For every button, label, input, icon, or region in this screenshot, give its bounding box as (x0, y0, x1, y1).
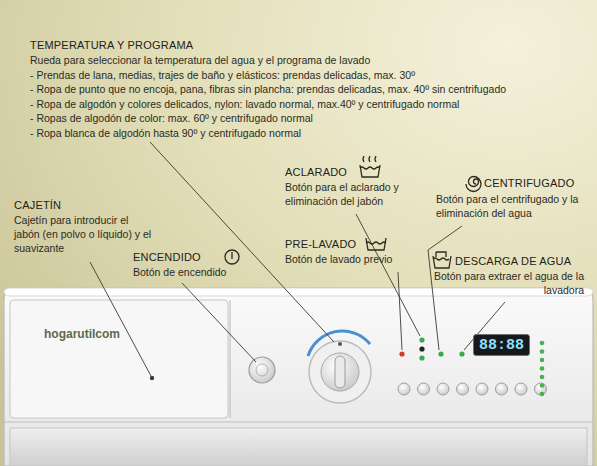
tub (366, 238, 386, 250)
spiral (466, 177, 481, 192)
panel-bottom (4, 421, 593, 422)
drain-icon (433, 252, 451, 268)
callout-heading: CENTRIFUGADO (484, 176, 589, 190)
callout-heading: PRE-LAVADO (285, 237, 363, 251)
callout-text: - Ropa de algodón y colores delicados, n… (30, 97, 590, 111)
status-led (540, 383, 545, 388)
led-column (540, 341, 545, 397)
callout-text: - Ropa de punto que no encoja, pana, fib… (30, 82, 590, 96)
water-wave (366, 242, 386, 244)
status-led (540, 375, 545, 380)
dial-knob (321, 353, 359, 391)
callout-text: Botón para extraer el agua de la lavador… (418, 269, 584, 297)
leader-line (90, 262, 151, 376)
status-led (540, 358, 545, 363)
drawer (10, 300, 228, 418)
leader-line (398, 272, 402, 350)
power-icon (225, 250, 239, 264)
program-button (398, 383, 410, 395)
leader-dots (150, 376, 154, 380)
drain-led (459, 351, 464, 356)
callout-text: Rueda para seleccionar la temperatura de… (30, 53, 590, 67)
panel-divider (229, 300, 230, 418)
power-button (249, 357, 275, 383)
status-led (540, 341, 545, 346)
control-panel: hogarutilcom 88:88 (0, 296, 597, 422)
rinse-led (419, 355, 424, 360)
callout-heading: DESCARGA DE AGUA (455, 254, 590, 268)
callout-heading: TEMPERATURA Y PROGRAMA (30, 38, 570, 52)
water-wave (433, 258, 449, 260)
rinse-led (419, 346, 424, 351)
spin-icon (466, 177, 481, 192)
callout-text: Botón de encendido (133, 265, 253, 279)
leader-dot (150, 376, 154, 380)
status-led (540, 349, 545, 354)
status-led (540, 366, 545, 371)
program-button (515, 383, 527, 395)
leader-lines (90, 142, 505, 376)
leader-line (428, 226, 462, 350)
water-wave (360, 167, 380, 169)
leader-line (182, 283, 256, 362)
display-digits: 88:88 (479, 337, 524, 354)
tub (360, 165, 380, 177)
callout-text: Botón para el aclarado y eliminación del… (285, 180, 415, 208)
prewash-led (399, 351, 404, 356)
callout-text: - Prendas de lana, medias, trajes de bañ… (30, 68, 590, 82)
program-button (457, 383, 469, 395)
callout-heading: CAJETÍN (14, 198, 154, 212)
washing-machine (4, 288, 593, 466)
top-edge (4, 288, 593, 296)
power-icon-bar (231, 252, 232, 259)
machine-body (4, 288, 593, 466)
program-button (476, 383, 488, 395)
callout-text: Cajetín para introducir el jabón (en pol… (14, 213, 156, 255)
leader-line (356, 214, 420, 336)
dial-grip (335, 356, 345, 388)
callout-text: Botón de lavado previo (285, 252, 435, 266)
rinse-led (419, 337, 424, 342)
lower-front (10, 428, 587, 466)
time-display: 88:88 (473, 334, 530, 356)
button-row (398, 383, 547, 395)
brand-logo: hogarutilcom (44, 327, 120, 341)
callout-text: - Ropa blanca de algodón hasta 90º y cen… (30, 126, 590, 140)
drain-pipe (436, 252, 446, 257)
power-icon-ring (225, 250, 239, 264)
program-button (437, 383, 449, 395)
spin-led (438, 351, 443, 356)
prewash-icon (366, 238, 386, 250)
power-button-ring (256, 364, 268, 376)
callout-text: - Ropas de algodón de color: max. 60º y … (30, 111, 590, 125)
tub (433, 256, 451, 268)
rinse-icon (360, 156, 380, 177)
status-led (540, 392, 545, 397)
callout-heading: ACLARADO (285, 165, 357, 179)
program-button (418, 383, 430, 395)
callout-heading: ENCENDIDO (133, 250, 225, 264)
program-dial (309, 341, 371, 403)
water-jets (363, 156, 376, 162)
dial-mark (338, 342, 342, 346)
program-button (496, 383, 508, 395)
callout-text: Botón para el centrifugado y la eliminac… (436, 192, 588, 220)
